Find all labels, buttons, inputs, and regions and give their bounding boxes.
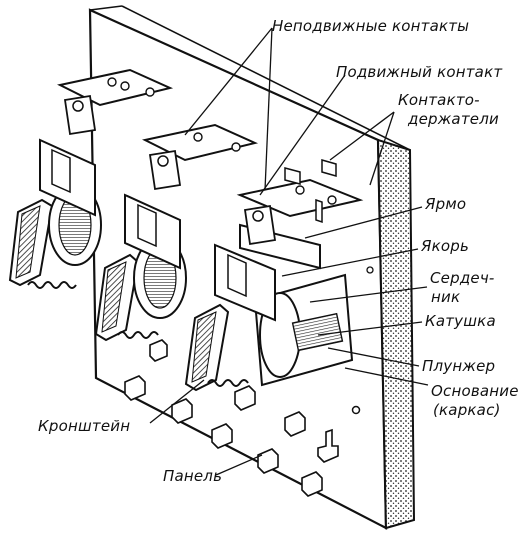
leader-lines	[149, 27, 429, 476]
label-contact-holders-line2: держатели	[408, 110, 499, 128]
label-moving-contact: Подвижный контакт	[336, 63, 503, 81]
label-core-line1: Сердеч-	[430, 269, 495, 287]
label-coil: Катушка	[425, 312, 496, 330]
label-base-line2: (каркас)	[433, 401, 501, 419]
label-base-line1: Основание	[431, 382, 519, 400]
pole-left	[8, 68, 174, 289]
label-contact-holders-line1: Контакто-	[398, 91, 480, 109]
label-fixed-contacts: Неподвижные контакты	[272, 17, 470, 35]
label-core-line2: ник	[431, 288, 461, 306]
label-panel: Панель	[163, 467, 223, 485]
label-plunger: Плунжер	[422, 357, 496, 375]
pole-right	[184, 159, 364, 392]
terminal-studs	[124, 339, 339, 497]
pole-middle	[94, 123, 259, 342]
label-yoke: Ярмо	[425, 195, 467, 213]
label-armature: Якорь	[421, 237, 470, 255]
label-bracket: Кронштейн	[38, 417, 131, 435]
